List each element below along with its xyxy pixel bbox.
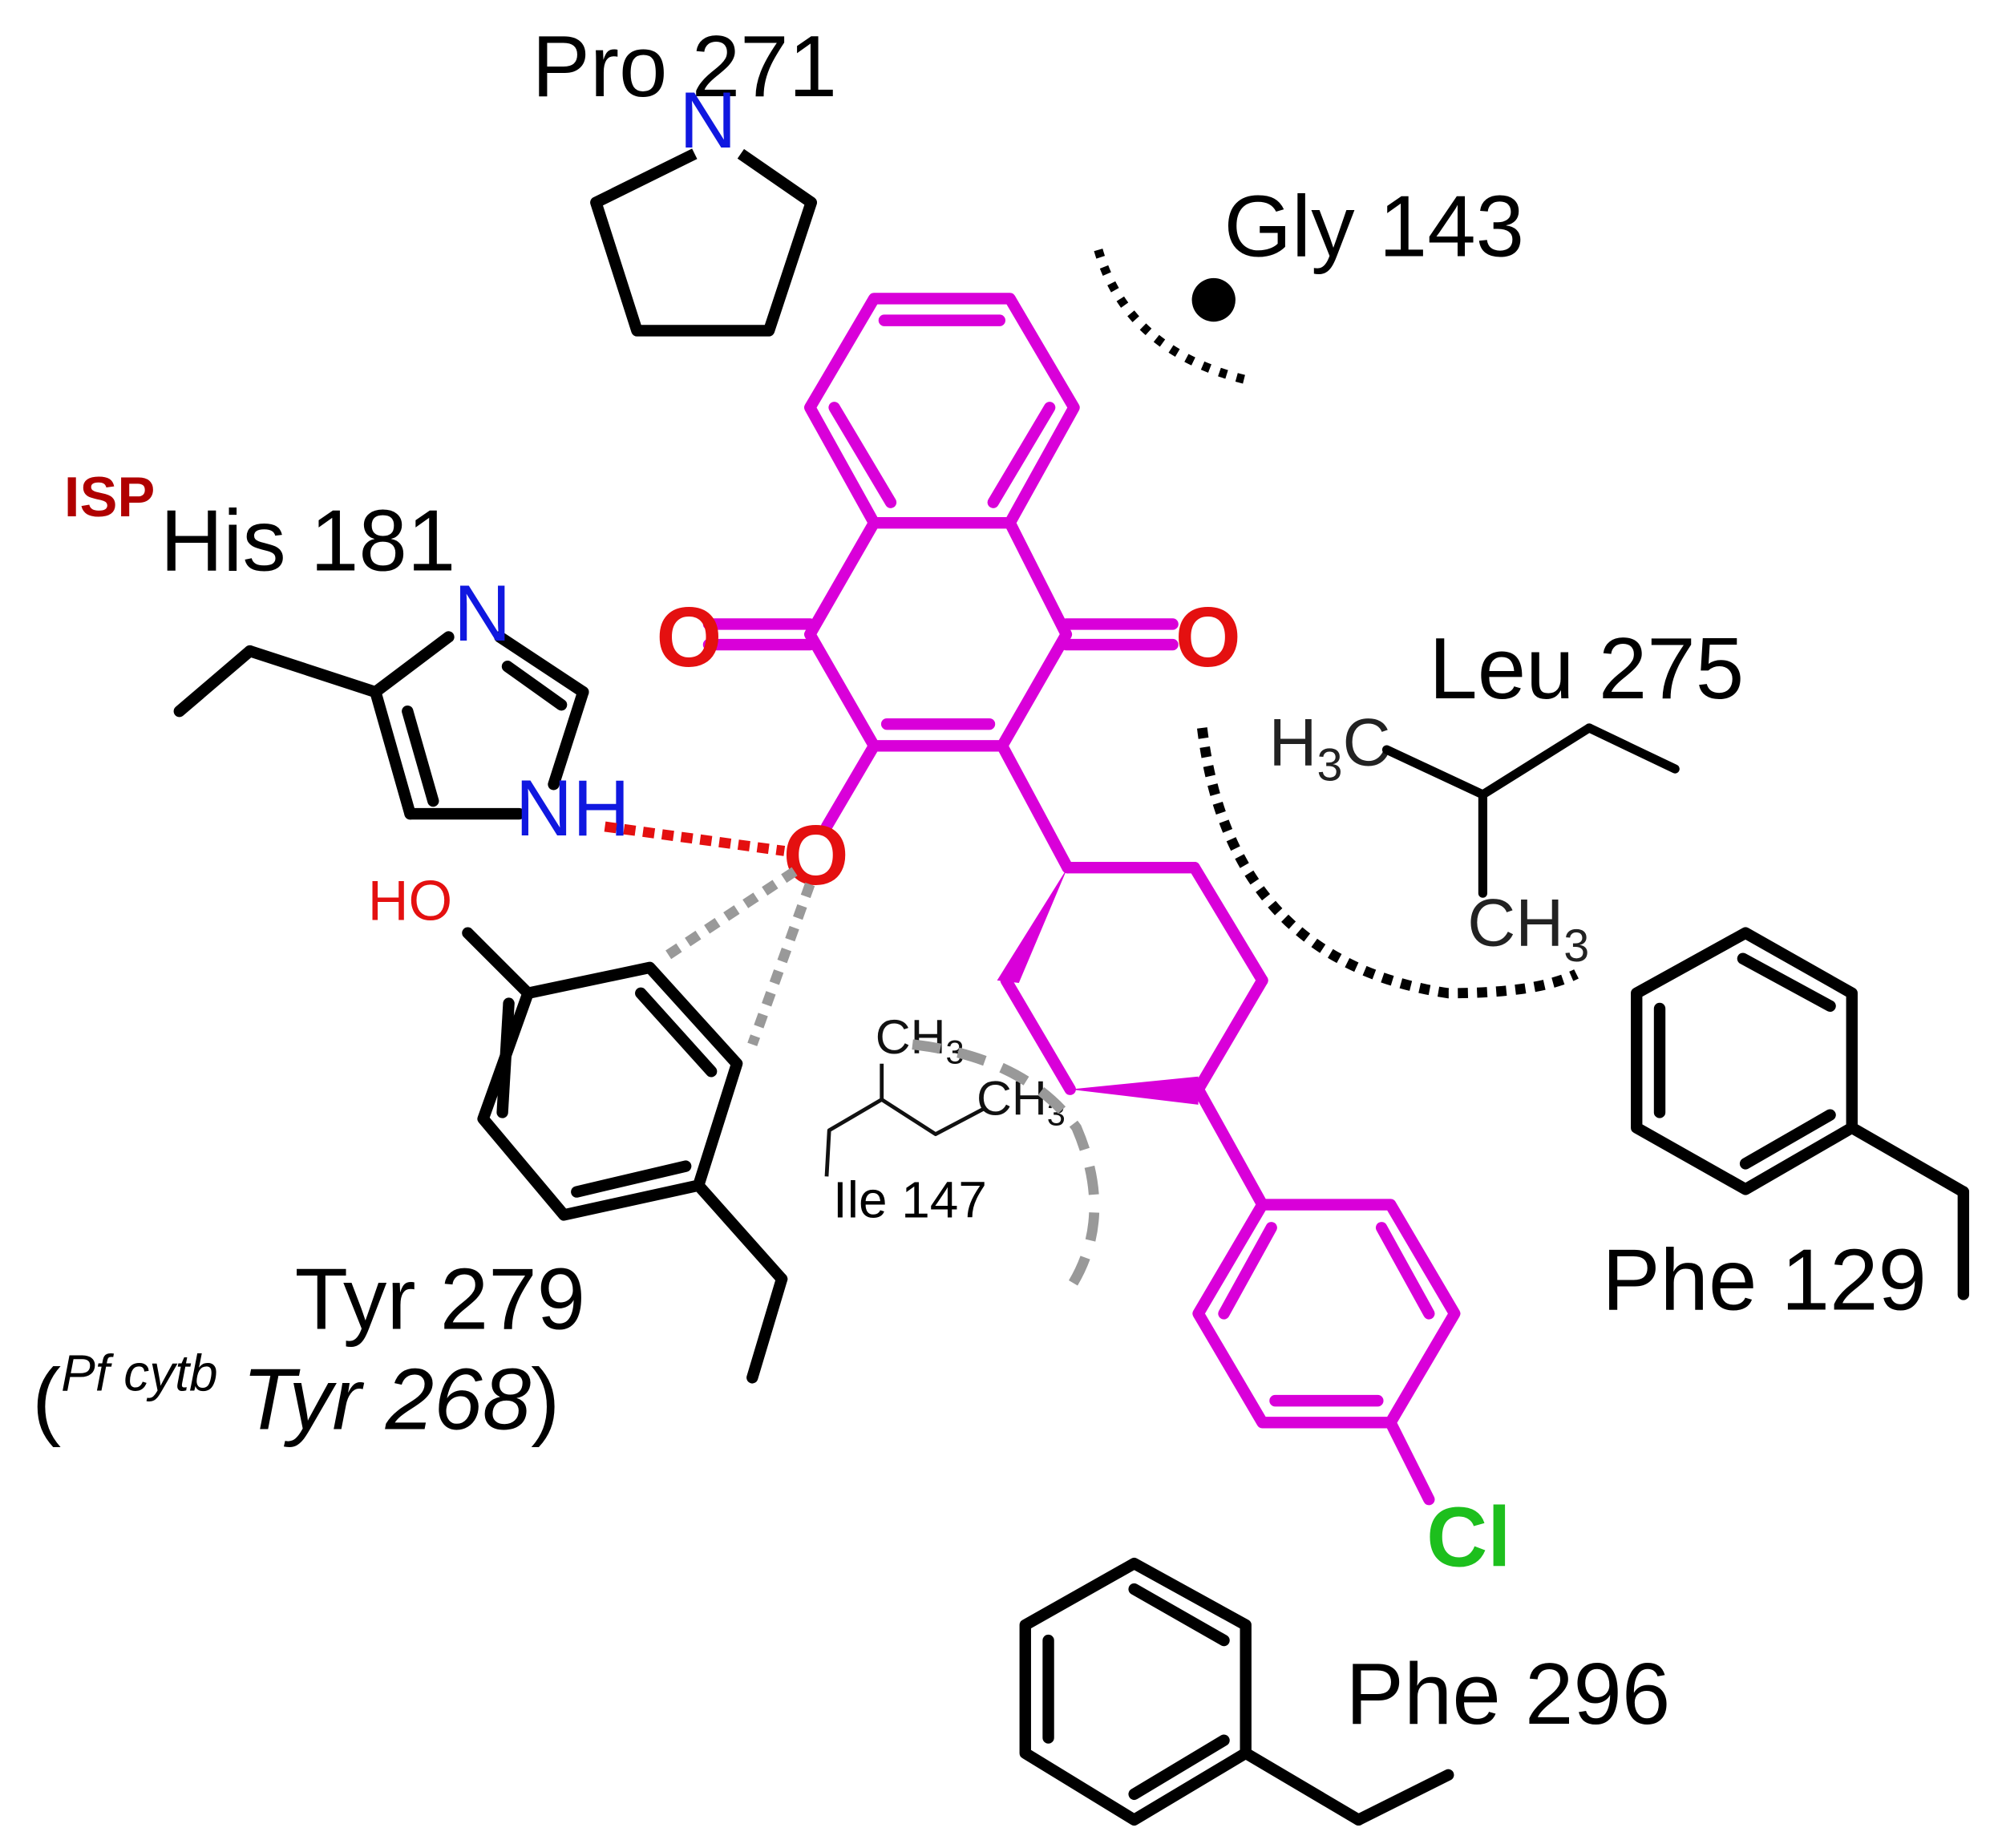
his181-group: ISP His 181 N NH [64, 465, 630, 853]
tyr279-group: HO Tyr 279 (Pf cytb Tyr 268) [32, 869, 788, 1448]
tyr279-label: Tyr 279 [295, 1252, 585, 1349]
phe296-label: Phe 296 [1345, 1646, 1670, 1743]
ligand-carbonyl-o-left: O [656, 591, 722, 685]
pro271-group: Pro 271 N [532, 18, 837, 337]
contact-tyr-line-2 [747, 882, 815, 1046]
ligand-carbonyl-o-right: O [1175, 591, 1241, 685]
ile147-group: CH3 CH3 Ile 147 [824, 1009, 1100, 1291]
ligand-benzo-ring [804, 293, 1080, 529]
his181-imidazole [173, 631, 589, 820]
ligand-wedge-bond-1 [997, 867, 1068, 984]
phe129-label: Phe 129 [1602, 1232, 1927, 1329]
his181-isp-prefix: ISP [64, 465, 155, 528]
tyr279-ho-label: HO [368, 869, 453, 932]
leu275-contact-arc [1197, 727, 1579, 999]
ile147-ch3-b: CH3 [977, 1071, 1066, 1133]
ile147-contact-arc [912, 1039, 1100, 1291]
ligand-wedge-bond-2 [1070, 1076, 1199, 1105]
pro271-ring [590, 148, 818, 337]
ligand-chlorine: Cl [1426, 1490, 1511, 1584]
leu275-ch3: CH3 [1467, 886, 1589, 972]
his181-n-label: N [454, 569, 512, 658]
ligand-molecule [702, 293, 1461, 1506]
ligand-hydroxyl-o: O [783, 809, 849, 903]
his181-nh-label: NH [516, 764, 630, 853]
gly143-group: Gly 143 [1094, 179, 1525, 386]
phe296-group: Phe 296 [1019, 1557, 1670, 1826]
tyr279-alt-label: (Pf cytb Tyr 268) [32, 1344, 560, 1448]
ligand-quinone-ring [804, 516, 1073, 752]
tyr279-phenol [462, 927, 788, 1384]
phe129-group: Phe 129 [1602, 927, 1970, 1329]
gly143-marker-icon [1191, 277, 1236, 322]
pro271-nitrogen-label: N [679, 76, 737, 165]
hbond-his181-line [604, 821, 786, 856]
his181-label: His 181 [160, 492, 456, 589]
ile147-ch3-a: CH3 [876, 1009, 965, 1071]
contact-tyr-line-1 [659, 867, 798, 963]
ligand-chlorophenyl-ring [1192, 1199, 1461, 1429]
gly143-contact-arc [1094, 249, 1251, 386]
gly143-label: Gly 143 [1224, 179, 1525, 276]
leu275-group: Leu 275 H3C CH3 [1197, 621, 1744, 999]
ile147-label: Ile 147 [833, 1171, 987, 1229]
pro271-label: Pro 271 [532, 18, 837, 115]
leu275-h3c: H3C [1268, 705, 1390, 791]
leu275-label: Leu 275 [1429, 621, 1744, 718]
